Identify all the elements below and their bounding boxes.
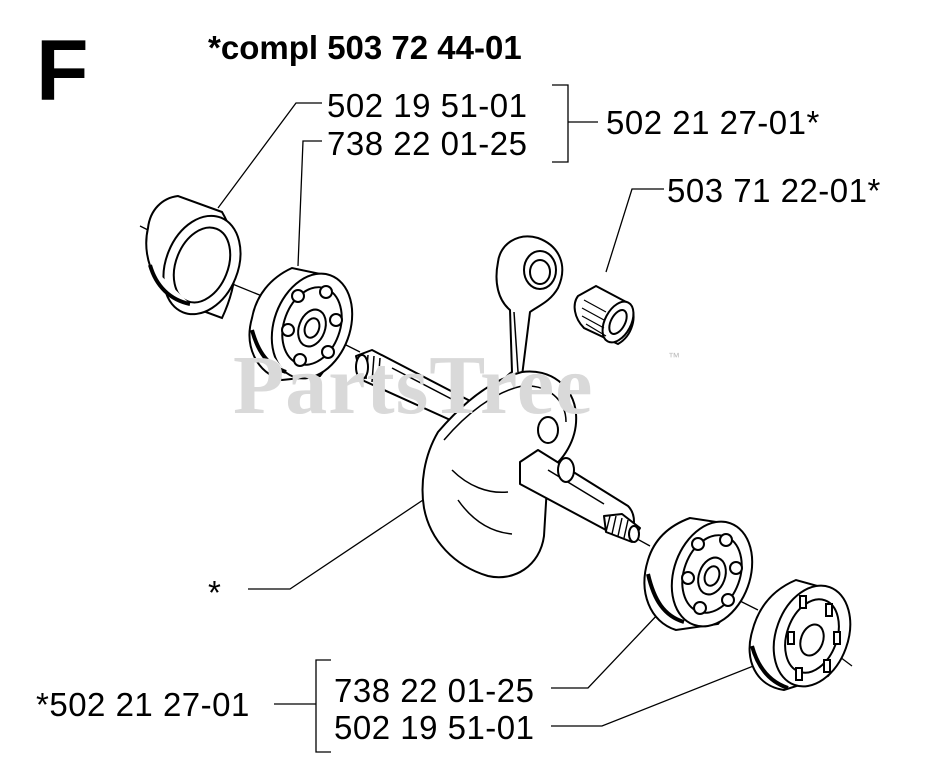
callout-crankshaft[interactable]: * xyxy=(208,574,222,611)
watermark: PartsTree xyxy=(233,339,594,432)
callout-upper-kit[interactable]: 502 21 27-01* xyxy=(606,104,820,141)
watermark-trademark: ™ xyxy=(668,350,680,364)
lower-ball-bearing xyxy=(643,516,754,632)
upper-ball-bearing xyxy=(248,266,354,382)
crankshaft xyxy=(355,235,641,579)
needle-bearing xyxy=(573,284,635,346)
assembly-title: *compl 503 72 44-01 xyxy=(208,29,522,66)
callout-upper-bearing[interactable]: 738 22 01-25 xyxy=(327,125,528,162)
lower-seal xyxy=(748,578,852,692)
callout-upper-bearing-cover[interactable]: 502 19 51-01 xyxy=(327,87,528,124)
callout-needle-bearing[interactable]: 503 71 22-01* xyxy=(667,172,881,209)
callout-lower-seal[interactable]: 502 19 51-01 xyxy=(334,709,535,746)
callout-lower-bearing[interactable]: 738 22 01-25 xyxy=(334,672,535,709)
upper-seal-ring xyxy=(145,194,242,320)
section-letter: F xyxy=(36,23,89,119)
callout-lower-kit[interactable]: *502 21 27-01 xyxy=(36,686,250,723)
leader-lines xyxy=(217,84,777,753)
